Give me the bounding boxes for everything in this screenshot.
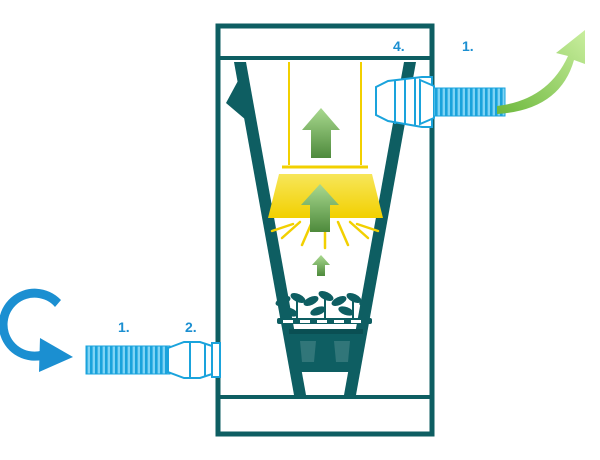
airflow-up-arrow-icon bbox=[301, 184, 339, 232]
airflow-arrow-middle bbox=[301, 184, 339, 232]
airflow-arrow-top bbox=[302, 108, 340, 158]
airflow-up-arrow-icon bbox=[312, 255, 330, 276]
label-outlet-hose: 1. bbox=[462, 38, 474, 54]
airflow-up-arrow-icon bbox=[302, 108, 340, 158]
exhaust-fan-outer bbox=[419, 78, 435, 126]
airflow-arrow-small bbox=[312, 255, 330, 276]
intake-hose bbox=[85, 345, 171, 375]
pot-inner-right bbox=[334, 341, 350, 362]
connector-flange bbox=[211, 342, 221, 378]
plant-pot-tray bbox=[287, 330, 365, 372]
pot-inner-left bbox=[300, 341, 316, 362]
label-inlet-connector: 2. bbox=[185, 319, 197, 335]
corner-flap bbox=[226, 66, 246, 120]
curved-intake-arrow-icon bbox=[0, 288, 73, 372]
seed-tray-cells bbox=[283, 320, 361, 323]
curved-exhaust-arrow-icon bbox=[497, 30, 585, 114]
intake-assembly bbox=[0, 288, 221, 379]
right-wall-reflector bbox=[344, 62, 416, 395]
exhaust-hose bbox=[433, 87, 506, 117]
label-inlet-hose: 1. bbox=[118, 319, 130, 335]
label-outlet-fan: 4. bbox=[393, 38, 405, 54]
plant-tray bbox=[275, 291, 373, 372]
pot-rim bbox=[289, 329, 363, 334]
exhaust-assembly bbox=[375, 30, 585, 128]
